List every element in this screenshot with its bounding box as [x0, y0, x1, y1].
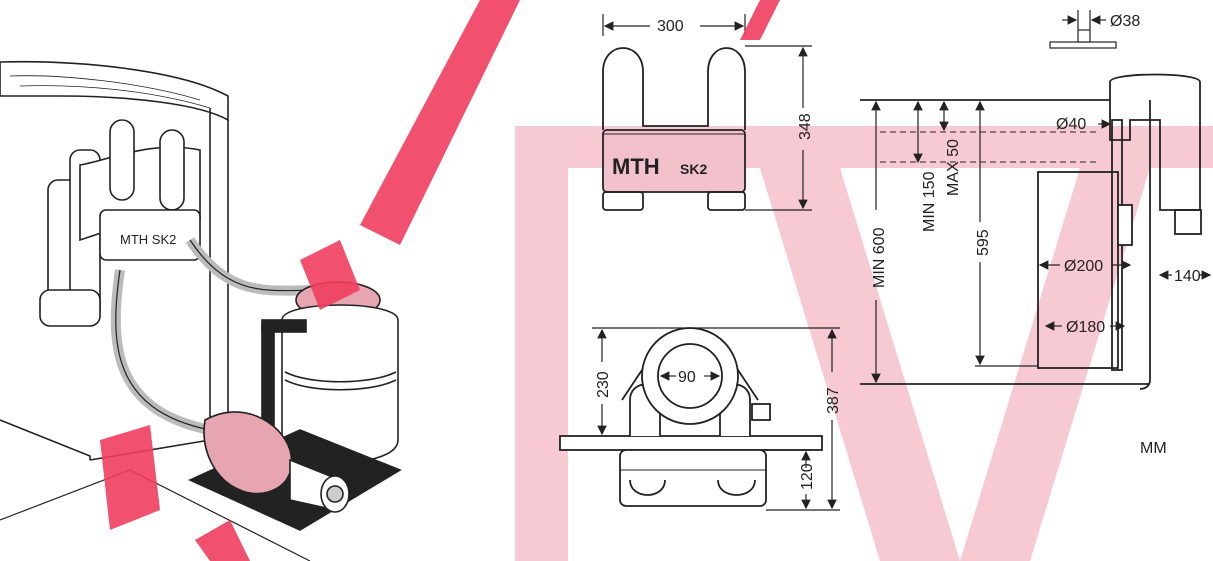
dim-min150-max50 [913, 100, 949, 164]
watermark-mark-5 [740, 0, 780, 40]
isometric-illustration: MTH SK2 [0, 60, 402, 561]
skimmer-nozzle [1174, 209, 1202, 235]
dim-300-label: 300 [657, 18, 684, 35]
brand-model: SK2 [680, 161, 707, 177]
dim-min600-label: MIN 600 [871, 227, 888, 288]
clamp-body [602, 129, 746, 193]
hose-bottom [110, 269, 211, 435]
skimmer-canister [1037, 171, 1119, 369]
bracket-knob [751, 403, 771, 421]
clamp-outline [602, 47, 746, 130]
skimmer-coupling [1117, 204, 1133, 246]
watermark-mark-4 [195, 520, 250, 561]
side-view [860, 73, 1202, 390]
dim-348 [745, 45, 812, 211]
dim-o40-label: Ø40 [1056, 116, 1086, 133]
brand-name: MTH [612, 154, 660, 179]
wall-section [559, 435, 823, 451]
watermark-v-left [760, 168, 960, 561]
dim-120-label: 120 [799, 463, 816, 490]
dim-o38 [1049, 10, 1117, 49]
dim-348-label: 348 [797, 113, 814, 140]
watermark-slash-1 [360, 0, 520, 245]
clamp-finger-left [109, 119, 135, 201]
dim-90-label: 90 [678, 369, 696, 386]
dim-o38-label: Ø38 [1110, 13, 1140, 30]
watermark-background [515, 126, 1213, 561]
dim-387-120 [692, 327, 840, 511]
tank-pipe [261, 323, 275, 435]
dim-min150-label: MIN 150 [921, 171, 938, 232]
units-label: MM [1140, 440, 1167, 457]
skimmer-head [1109, 73, 1201, 211]
dim-o180-label: Ø180 [1066, 319, 1105, 336]
watermark-bar-left [515, 126, 568, 561]
pump-housing [203, 411, 293, 495]
clamp-base-plate [619, 449, 767, 507]
dim-230-label: 230 [595, 371, 612, 398]
watermark-foreground [100, 0, 780, 561]
clamp-brand-text: MTH SK2 [120, 232, 176, 247]
watermark-v-right [960, 168, 1150, 561]
clamp-finger-right [159, 129, 185, 211]
dim-140-label: 140 [1174, 268, 1201, 285]
dim-max50-label: MAX 50 [945, 139, 962, 196]
wall-inner [1139, 100, 1151, 390]
clamp-foot-right [707, 191, 746, 211]
watermark-mark-3 [100, 425, 160, 530]
clamp-base [99, 209, 201, 261]
skimmer-inner-circle [657, 343, 723, 409]
dim-387-label: 387 [825, 387, 842, 414]
bottom-view [559, 327, 823, 507]
dim-595 [975, 100, 1038, 367]
dim-230 [592, 327, 692, 436]
dim-o200-label: Ø200 [1064, 258, 1103, 275]
front-view [602, 47, 746, 211]
water-surface [880, 131, 1100, 163]
watermark-mark-2 [300, 240, 360, 310]
dim-595-label: 595 [975, 229, 992, 256]
clamp-foot-left [602, 191, 644, 211]
pool-rim [0, 60, 229, 122]
skimmer-foot [39, 289, 101, 327]
